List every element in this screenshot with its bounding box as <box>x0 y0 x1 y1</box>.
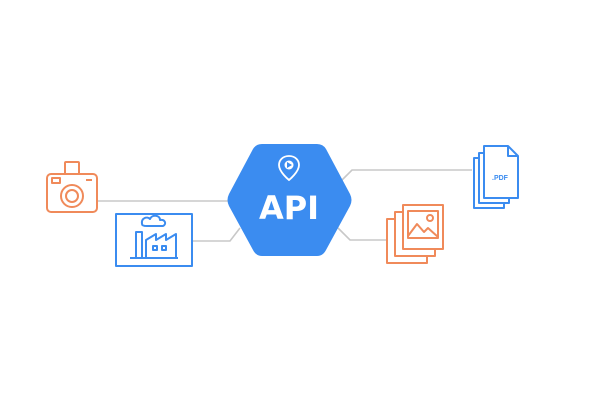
factory-icon <box>115 213 193 267</box>
connectors <box>97 169 472 242</box>
camera-icon <box>46 161 98 213</box>
connector-pdf <box>341 169 472 181</box>
hub-label: API <box>259 189 319 227</box>
pdf-label: .PDF <box>492 175 509 182</box>
pdf-document-icon: .PDF <box>473 145 519 209</box>
connector-factory <box>192 227 241 242</box>
api-hexagon <box>227 144 352 256</box>
api-hub: API <box>227 144 352 256</box>
connector-photos <box>337 227 388 241</box>
photo-stack-icon <box>386 204 444 264</box>
location-pin-icon <box>278 155 300 182</box>
